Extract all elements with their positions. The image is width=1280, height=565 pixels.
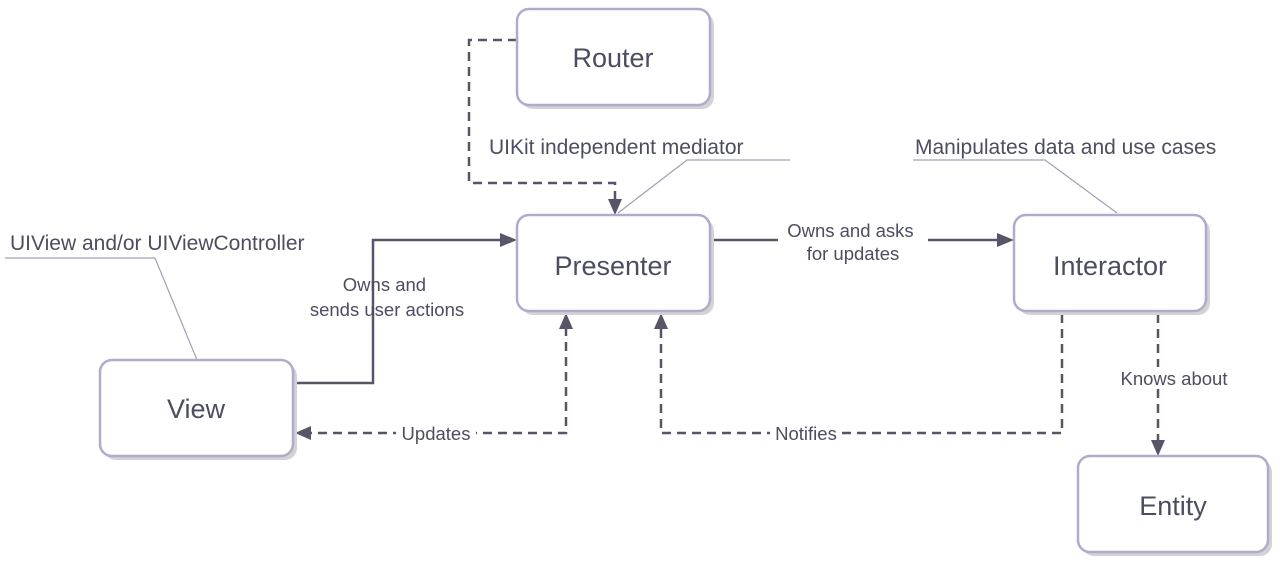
knows-about-label: Knows about: [1121, 368, 1228, 389]
router-node[interactable]: Router: [515, 7, 714, 109]
notifies-label: Notifies: [775, 423, 837, 444]
router-to-presenter-arrowhead: [608, 199, 622, 215]
notifies-label-bg: [770, 423, 842, 445]
view-node-box: [98, 358, 295, 458]
presenter-bottom-left-arrowhead: [559, 313, 573, 329]
presenter-to-view-arrowhead: [295, 426, 311, 440]
presenter-node[interactable]: Presenter: [515, 213, 714, 315]
router-node-label: Router: [572, 43, 653, 73]
presenter-note-line: [617, 159, 790, 214]
entity-node-label: Entity: [1139, 491, 1207, 521]
updates-label: Updates: [402, 423, 471, 444]
notes: UIKit independent mediator Manipulates d…: [10, 136, 1216, 255]
presenter-to-interactor-arrowhead: [997, 233, 1014, 247]
router-node-box: [515, 7, 712, 107]
view-note-line: [5, 257, 198, 361]
interactor-to-presenter-edge: [659, 314, 1064, 435]
knows-about-label-bg: [1112, 367, 1236, 389]
presenter-node-box: [515, 213, 712, 313]
interactor-node[interactable]: Interactor: [1012, 213, 1210, 315]
interactor-node-box: [1012, 213, 1208, 313]
presenter-to-interactor-label-bg: [778, 226, 928, 253]
view-note: UIView and/or UIViewController: [10, 232, 305, 255]
presenter-to-view-edge: [307, 327, 568, 435]
router-to-presenter-edge: [467, 38, 617, 203]
view-to-presenter-edge: [294, 238, 505, 385]
entity-node[interactable]: Entity: [1076, 454, 1272, 556]
entity-node-box: [1076, 454, 1270, 554]
interactor-note-line: [913, 159, 1118, 214]
note-lines: [5, 159, 1118, 361]
view-to-presenter-label: Owns and sends user actions: [310, 274, 464, 320]
interactor-to-presenter-arrowhead: [654, 313, 668, 329]
edge-labels: Owns and sends user actions Owns and ask…: [310, 220, 1236, 445]
view-node-label: View: [167, 394, 226, 424]
interactor-node-label: Interactor: [1053, 251, 1167, 281]
updates-label-bg: [396, 423, 476, 445]
interactor-to-entity-arrowhead: [1151, 440, 1165, 456]
view-to-presenter-arrowhead: [500, 233, 517, 247]
presenter-note: UIKit independent mediator: [489, 136, 744, 159]
view-node[interactable]: View: [98, 358, 297, 460]
presenter-to-interactor-label: Owns and asks for updates: [787, 220, 919, 264]
interactor-note: Manipulates data and use cases: [915, 136, 1216, 159]
presenter-node-label: Presenter: [554, 251, 671, 281]
